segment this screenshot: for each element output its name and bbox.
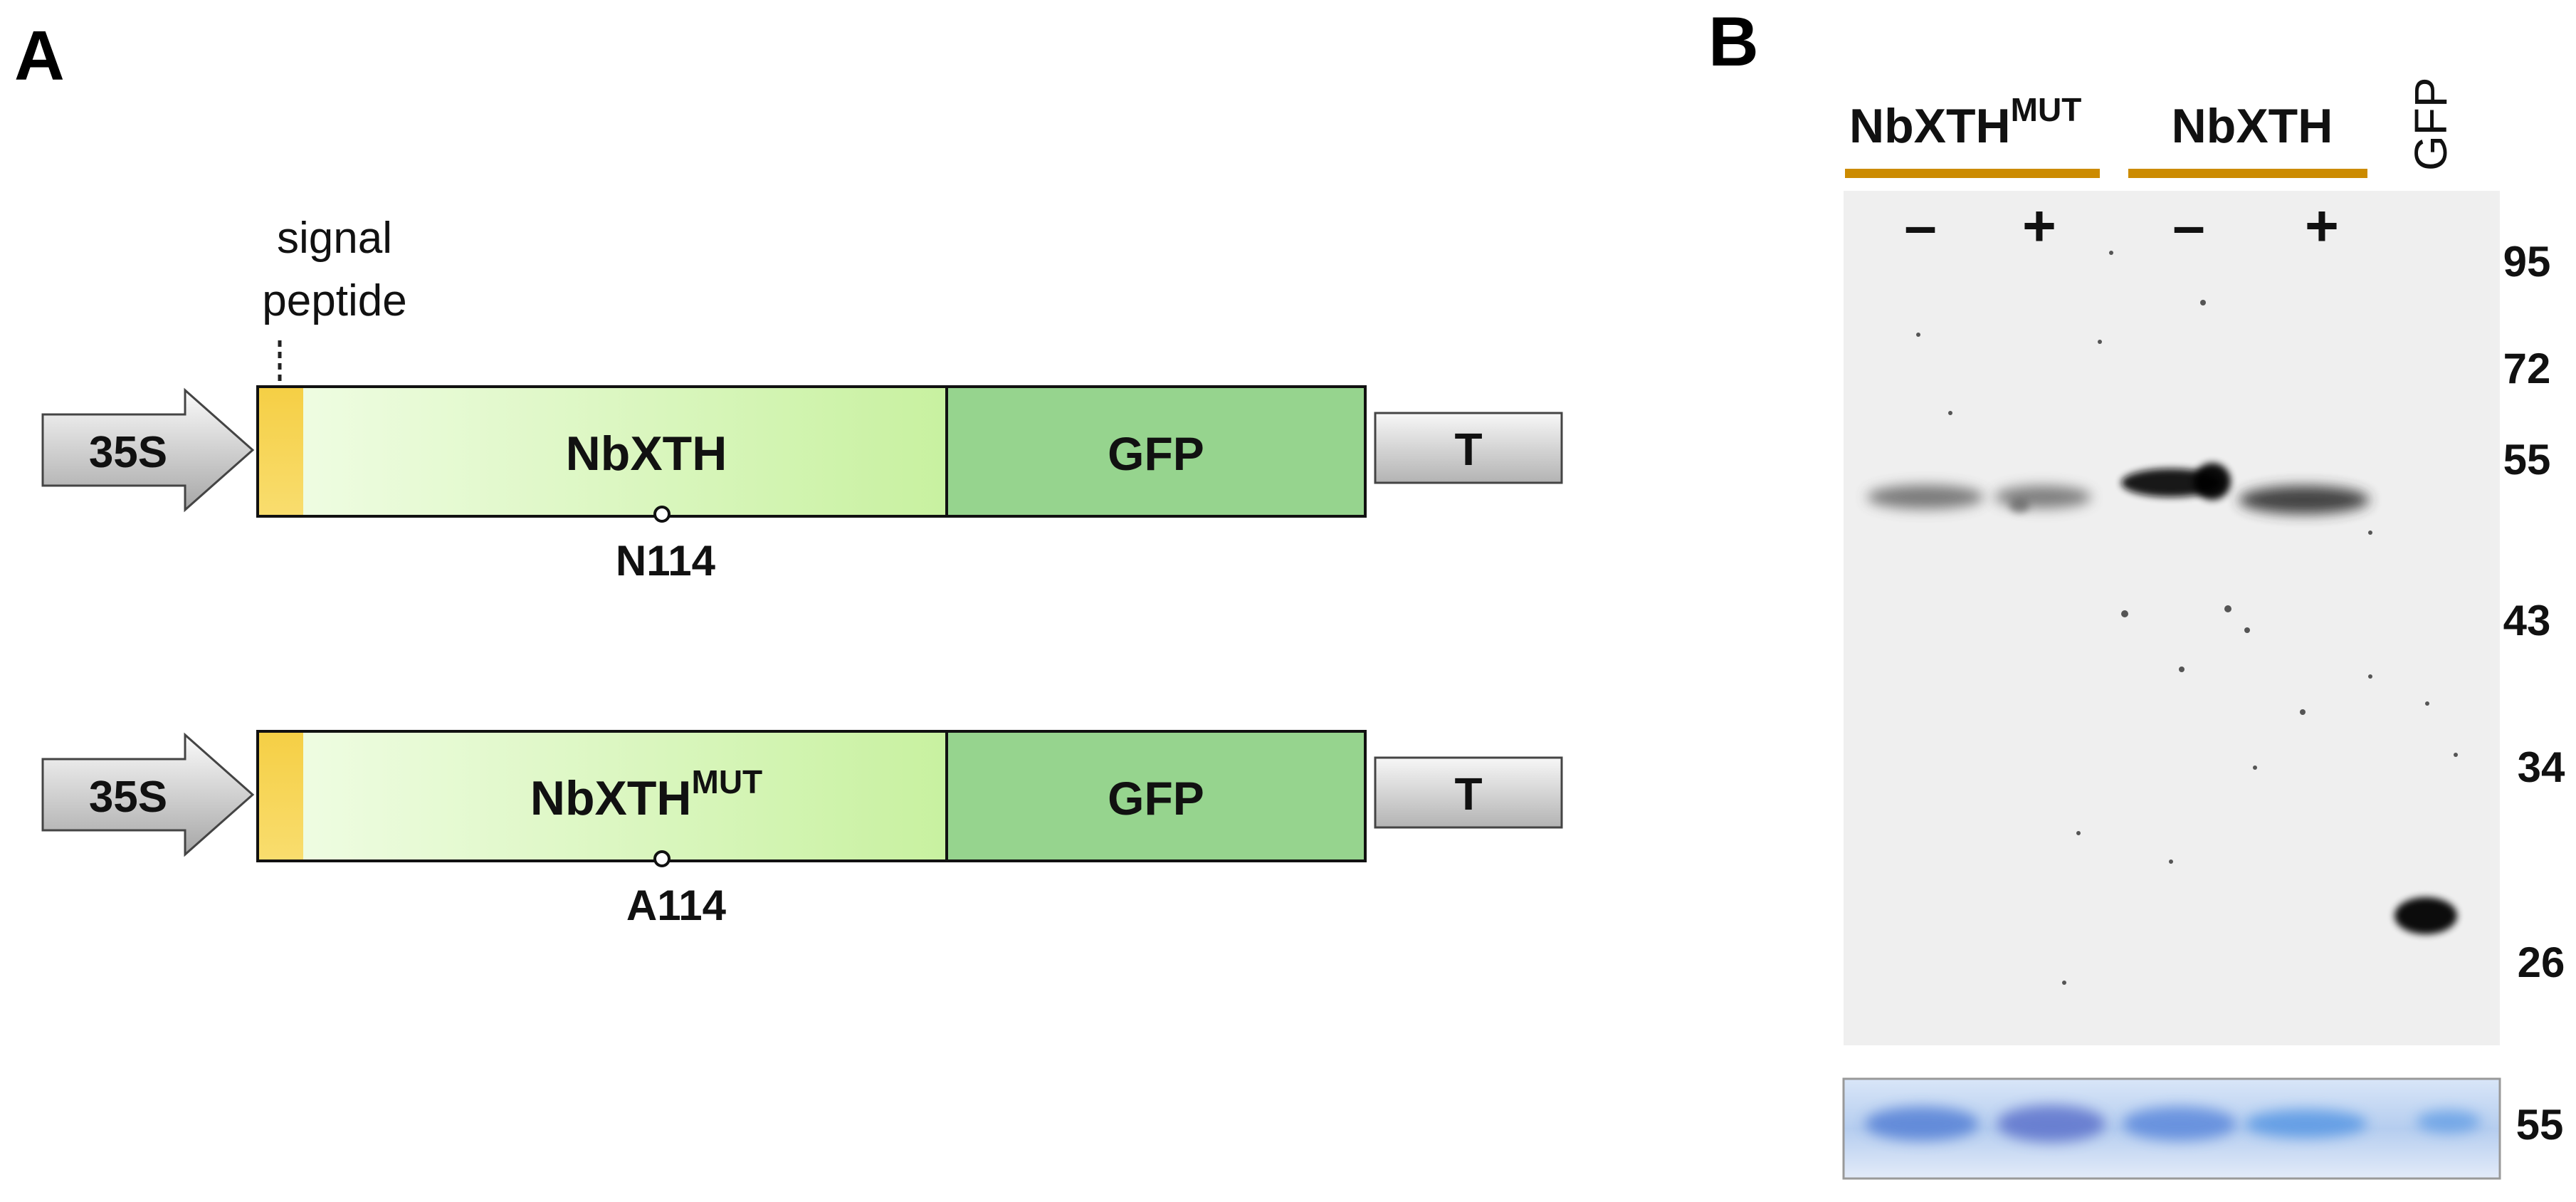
lane-sign-4: +	[2305, 194, 2339, 258]
blot-membrane	[1844, 191, 2500, 1045]
loading-control: 55	[1842, 1077, 2564, 1180]
loading-band-4	[2245, 1109, 2367, 1138]
gfp-tag-mut	[945, 730, 1367, 862]
signal-peptide-label-line1: signal	[277, 214, 392, 263]
panel-a-label: A	[14, 16, 65, 95]
construct-wild-type: 35S NbXTH GFP T N114	[41, 385, 1563, 585]
lane-label-gfp: GFP	[2405, 77, 2456, 171]
western-blot: – + – +	[1844, 191, 2500, 1045]
nbxth-mut-label: NbXTHMUT	[530, 763, 762, 825]
gfp-label-wt: GFP	[1108, 427, 1204, 480]
mw-marker-95: 95	[2503, 238, 2551, 286]
lane-sign-2: +	[2022, 194, 2056, 258]
lane-sign-3: –	[2172, 194, 2205, 258]
gfp-label-mut: GFP	[1108, 772, 1204, 825]
promoter-label-wt: 35S	[89, 428, 167, 477]
nbxth-domain-wt	[256, 385, 948, 518]
promoter-arrow-mut	[41, 732, 255, 857]
loading-band-3	[2123, 1107, 2236, 1141]
terminator-box-wt	[1374, 412, 1563, 484]
mw-marker-72: 72	[2503, 345, 2551, 392]
site-label-wt: N114	[616, 537, 716, 585]
mutation-site-marker	[653, 850, 671, 867]
lane-sign-1: –	[1904, 194, 1937, 258]
mw-marker-55: 55	[2503, 436, 2551, 484]
promoter-arrow-wt	[41, 387, 255, 513]
group-bracket-wild-type	[2128, 169, 2367, 178]
loading-band-1	[1865, 1107, 1979, 1141]
mw-marker-34: 34	[2518, 743, 2565, 791]
group-bracket-mutant	[1845, 169, 2100, 178]
nbxth-mut-label-sup: MUT	[692, 763, 763, 800]
signal-peptide-box-wt	[259, 388, 303, 515]
loading-marker-55: 55	[2516, 1101, 2564, 1149]
band-lane-1	[1867, 485, 1984, 509]
band-lane-gfp	[2394, 897, 2457, 934]
group-label-wild-type: NbXTH	[2172, 99, 2333, 153]
signal-peptide-label-line2: peptide	[262, 276, 406, 325]
terminator-label-mut: T	[1454, 768, 1482, 820]
nbxth-label-wt: NbXTH	[566, 427, 727, 481]
signal-peptide-box-mut	[259, 733, 303, 859]
terminator-box-mut	[1374, 756, 1563, 829]
group-label-mutant: NbXTHMUT	[1849, 91, 2081, 153]
blot-speckles	[1916, 251, 2458, 985]
band-lane-4	[2239, 486, 2370, 514]
glycosylation-site-marker-wt	[653, 506, 671, 523]
gfp-tag-wt	[945, 385, 1367, 518]
construct-mutant: 35S NbXTHMUT GFP T A114	[41, 730, 1563, 929]
group-label-mutant-main: NbXTH	[1849, 99, 2011, 153]
mw-marker-43: 43	[2503, 597, 2551, 644]
group-label-mutant-sup: MUT	[2011, 91, 2082, 128]
band-lane-2	[1994, 486, 2091, 508]
loading-band-2	[1997, 1105, 2106, 1142]
loading-band-5	[2417, 1110, 2481, 1133]
mw-markers: 95 72 55 43 34 26	[2503, 238, 2565, 986]
site-label-mut: A114	[626, 882, 727, 929]
blot-bands	[1867, 463, 2457, 934]
terminator-label-wt: T	[1454, 424, 1482, 475]
promoter-label-mut: 35S	[89, 773, 167, 822]
mw-marker-26: 26	[2518, 939, 2565, 986]
nbxth-mut-label-main: NbXTH	[530, 771, 692, 825]
panel-b-label: B	[1708, 2, 1759, 80]
